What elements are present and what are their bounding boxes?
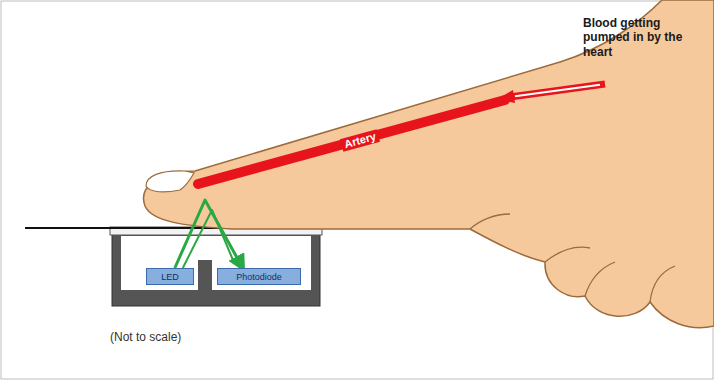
component-label: LED [161,272,179,282]
artery-band [198,100,505,184]
photodiode-component: Photodiode [217,268,301,285]
light-path-arrow [175,200,242,268]
scale-note: (Not to scale) [110,330,181,344]
hand [144,0,714,328]
sensor-housing [110,227,322,306]
component-label: Photodiode [236,272,282,282]
fingernail [146,171,194,192]
led-component: LED [146,268,194,285]
blood-flow-note: Blood getting pumped in by the heart [583,16,683,59]
hand-creases [470,214,675,302]
blood-flow-arrow [497,84,605,103]
